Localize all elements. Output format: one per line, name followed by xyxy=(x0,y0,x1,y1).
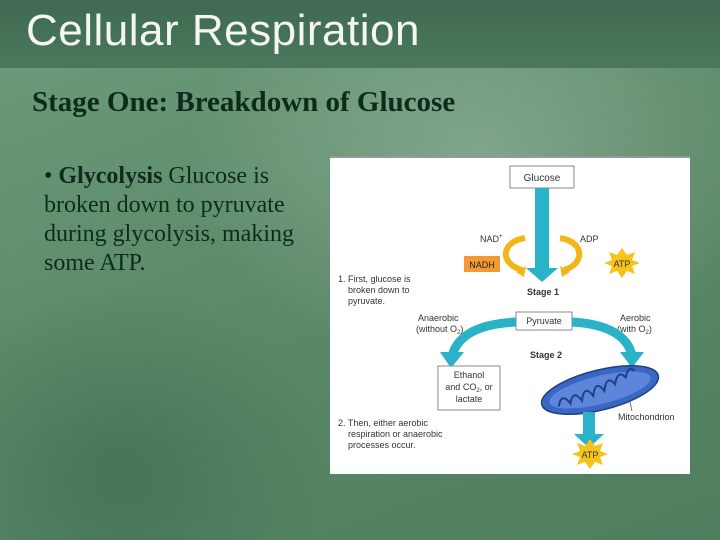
adp-curved-arrow xyxy=(559,235,583,273)
adp-label: ADP xyxy=(580,234,599,244)
aerobic-line2: (with O2) xyxy=(617,324,652,336)
bullet-term: Glycolysis xyxy=(58,163,163,189)
respiration-diagram: Glucose NAD+ ADP NADH ATP 1. First, gluc… xyxy=(330,156,690,474)
pyruvate-label: Pyruvate xyxy=(526,316,562,326)
stage2-label: Stage 2 xyxy=(530,350,562,360)
aerobic-arrowhead xyxy=(620,352,644,368)
step2-line2: respiration or anaerobic xyxy=(348,429,443,439)
step1-line1: 1. First, glucose is xyxy=(338,274,411,284)
nad-arrowhead xyxy=(516,266,526,277)
ethanol-line3: lactate xyxy=(456,394,483,404)
title-bar xyxy=(0,0,720,68)
nad-curved-arrow xyxy=(502,235,526,273)
mitochondrion-icon xyxy=(540,365,660,415)
bullet-body: Glucose is broken down to pyruvate durin… xyxy=(44,163,294,276)
atp-bottom-label: ATP xyxy=(582,450,599,460)
ethanol-line1: Ethanol xyxy=(454,370,485,380)
ethanol-line2: and CO2, or xyxy=(445,382,492,394)
mitochondrion-pointer xyxy=(629,401,633,412)
mitochondrion-label: Mitochondrion xyxy=(618,412,675,422)
aerobic-line1: Aerobic xyxy=(620,313,651,323)
stage1-down-arrow xyxy=(526,188,558,282)
atp-star-top xyxy=(604,248,640,278)
adp-arrowhead xyxy=(560,266,570,277)
step1-line2: broken down to xyxy=(348,285,410,295)
step2-line3: processes occur. xyxy=(348,440,416,450)
anaerobic-line2: (without O2) xyxy=(416,324,463,336)
slide-subtitle: Stage One: Breakdown of Glucose xyxy=(32,86,456,118)
atp-star-bottom xyxy=(572,439,608,469)
aerobic-curved-arrow xyxy=(571,317,637,358)
atp-down-arrow xyxy=(574,412,604,448)
bullet-marker: • xyxy=(44,163,53,189)
stage1-label: Stage 1 xyxy=(527,287,559,297)
atp-top-label: ATP xyxy=(614,259,631,269)
bullet-text: • Glycolysis Glucose is broken down to p… xyxy=(44,162,324,278)
pyruvate-box xyxy=(515,311,573,331)
ethanol-box xyxy=(437,365,501,411)
step2-line1: 2. Then, either aerobic xyxy=(338,418,428,428)
nadh-label: NADH xyxy=(469,260,495,270)
anaerobic-arrowhead xyxy=(440,352,464,368)
step1-line3: pyruvate. xyxy=(348,296,385,306)
glucose-label: Glucose xyxy=(524,173,561,184)
slide-title: Cellular Respiration xyxy=(26,6,420,55)
anaerobic-curved-arrow xyxy=(447,317,517,358)
nad-plus-label: NAD+ xyxy=(480,234,503,244)
nadh-box xyxy=(464,256,500,272)
anaerobic-line1: Anaerobic xyxy=(418,313,459,323)
